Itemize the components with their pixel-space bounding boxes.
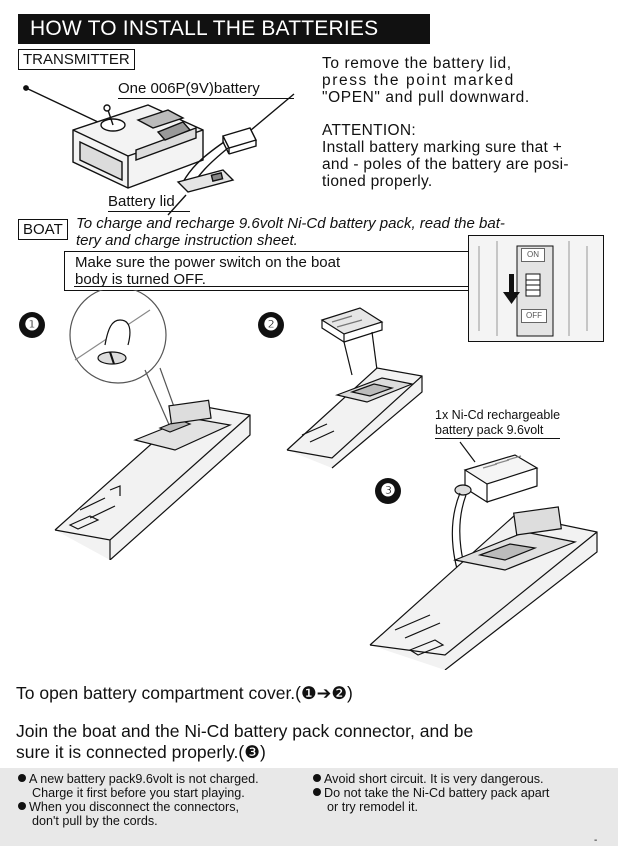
note-item-continuation: or try remodel it. [327, 800, 418, 814]
attention-title: ATTENTION: [322, 122, 416, 139]
note-item: Avoid short circuit. It is very dangerou… [313, 772, 613, 786]
attention-line-1: Install battery marking sure that + [322, 139, 563, 156]
switch-note-underline [74, 286, 504, 287]
notes-left: A new battery pack9.6volt is not charged… [18, 772, 308, 828]
attention-line-3: tioned properly. [322, 173, 433, 190]
notes-band [0, 768, 618, 846]
notes-right: Avoid short circuit. It is very dangerou… [313, 772, 613, 814]
boat-step-1-illustration [54, 290, 251, 560]
charge-line-2: tery and charge instruction sheet. [76, 232, 298, 249]
switch-on-label: ON [521, 248, 545, 262]
boat-label: BOAT [18, 219, 68, 240]
charge-line-1: To charge and recharge 9.6volt Ni-Cd bat… [76, 215, 505, 232]
power-switch-note: Make sure the power switch on the boat b… [64, 251, 504, 291]
note-item: When you disconnect the connectors, [18, 800, 308, 814]
switch-off-label: OFF [521, 309, 547, 323]
page-marker: - [594, 835, 598, 846]
pack-callout-line-1: 1x Ni-Cd rechargeable [435, 408, 561, 422]
switch-detail-inset: ON OFF [468, 235, 604, 342]
bullet-icon [313, 788, 321, 796]
note-item: A new battery pack9.6volt is not charged… [18, 772, 308, 786]
note-item: Do not take the Ni-Cd battery pack apart [313, 786, 613, 800]
join-instruction-line-1: Join the boat and the Ni-Cd battery pack… [16, 721, 474, 741]
note-item-continuation: don't pull by the cords. [32, 814, 158, 828]
open-cover-instruction: To open battery compartment cover.(❶➔❷) [16, 683, 353, 703]
transmitter-instruction-line-1: To remove the battery lid, [322, 55, 512, 72]
transmitter-instruction-line-3: "OPEN" and pull downward. [322, 89, 530, 106]
switch-note-line-2: body is turned OFF. [75, 270, 206, 288]
join-instruction-line-2: sure it is connected properly.(❸) [16, 742, 266, 762]
step-2-marker: ❷ [258, 312, 284, 338]
switch-note-line-1: Make sure the power switch on the boat [75, 254, 341, 271]
bullet-icon [18, 802, 26, 810]
transmitter-label: TRANSMITTER [18, 49, 135, 70]
transmitter-instruction-line-2: press the point marked [322, 72, 515, 89]
boat-step-2-illustration [286, 307, 423, 469]
step-1-marker: ❶ [19, 312, 45, 338]
note-item-continuation: Charge it first before you start playing… [32, 786, 245, 800]
page-title: HOW TO INSTALL THE BATTERIES [18, 14, 430, 44]
attention-line-2: and - poles of the battery are posi- [322, 156, 569, 173]
battery-lid-callout: Battery lid [108, 193, 190, 212]
battery-callout: One 006P(9V)battery [118, 80, 294, 99]
bullet-icon [313, 774, 321, 782]
bullet-icon [18, 774, 26, 782]
boat-step-3-illustration [369, 441, 598, 670]
pack-callout-line-2: battery pack 9.6volt [435, 423, 561, 439]
transmitter-illustration [23, 85, 295, 216]
step-3-marker: ❸ [375, 478, 401, 504]
